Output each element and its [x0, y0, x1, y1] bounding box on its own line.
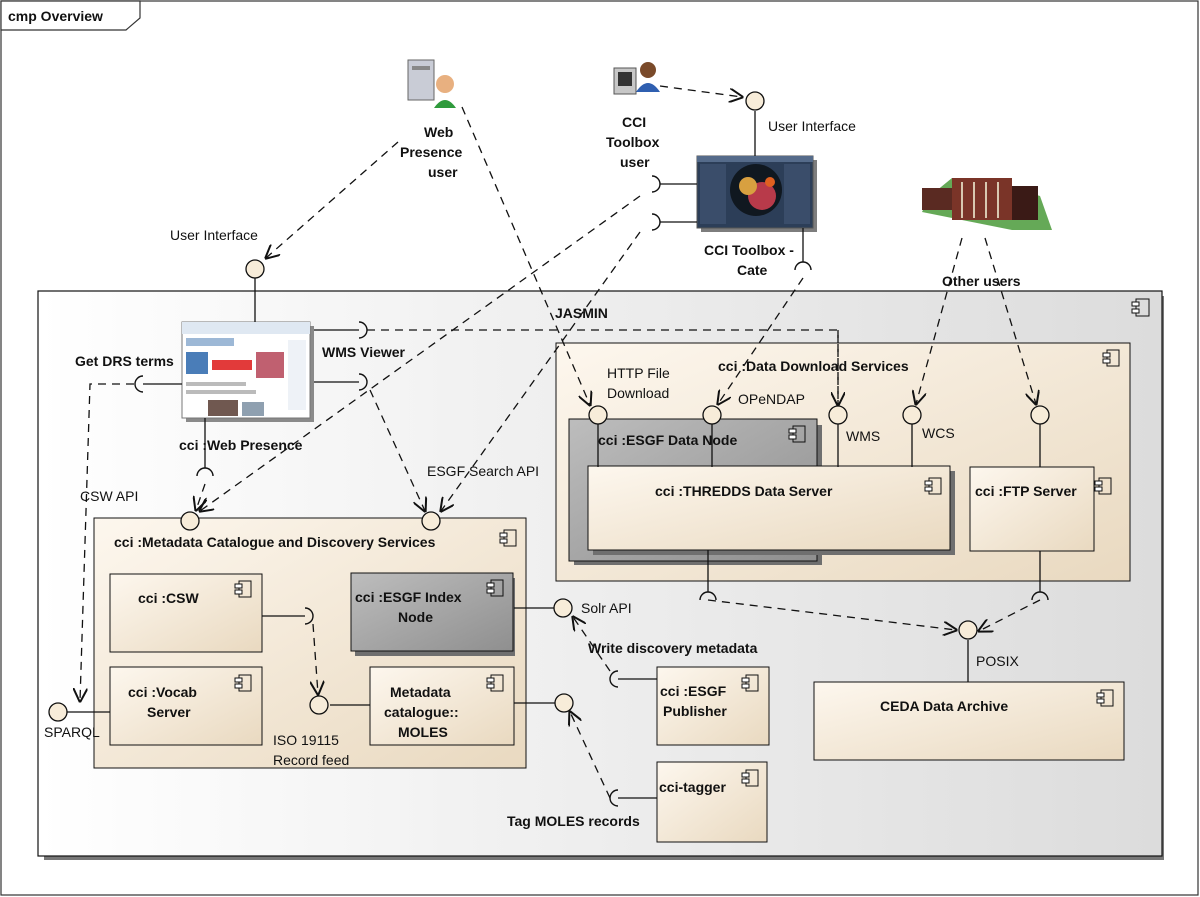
metadata-catalogue-label: cci :Metadata Catalogue and Discovery Se…	[114, 534, 436, 550]
other-users-building-icon	[922, 178, 1052, 230]
esgf-publisher-component	[656, 666, 770, 746]
solid-connectors	[66, 111, 1041, 799]
label-web-user-3: user	[428, 164, 458, 180]
label-toolbox-user-3: user	[620, 154, 650, 170]
label-web-user-2: Presence	[400, 144, 462, 160]
label-wcs: WCS	[922, 425, 955, 441]
label-user-interface-left: User Interface	[170, 227, 258, 243]
label-toolbox-1: CCI Toolbox -	[704, 242, 794, 258]
label-toolbox-2: Cate	[737, 262, 768, 278]
label-esgf-search-api: ESGF Search API	[427, 463, 539, 479]
label-wms-viewer: WMS Viewer	[322, 344, 406, 360]
component-icons	[234, 349, 1120, 787]
esgf-publisher-label-1: cci :ESGF	[660, 683, 727, 699]
component-icon	[486, 579, 504, 597]
component-icon	[1102, 349, 1120, 367]
thredds-data-server	[587, 465, 951, 551]
label-web-presence: cci :Web Presence	[179, 437, 303, 453]
label-http-2: Download	[607, 385, 669, 401]
label-tag-moles: Tag MOLES records	[507, 813, 640, 829]
component-icon	[486, 674, 504, 692]
component-icon	[788, 425, 806, 443]
component-icon	[741, 769, 759, 787]
web-presence-screenshot	[181, 321, 314, 422]
label-http-1: HTTP File	[607, 365, 670, 381]
data-download-label: cci :Data Download Services	[718, 358, 909, 374]
moles-label-3: MOLES	[398, 724, 448, 740]
vocab-label-1: cci :Vocab	[128, 684, 197, 700]
moles-label-2: catalogue::	[384, 704, 459, 720]
esgf-index-node	[350, 572, 514, 652]
label-sparql: SPARQL	[44, 724, 100, 740]
component-icon	[1096, 689, 1114, 707]
label-get-drs-terms: Get DRS terms	[75, 353, 174, 369]
component-icon	[234, 580, 252, 598]
ceda-archive-label: CEDA Data Archive	[880, 698, 1008, 714]
labels: User Interface User Interface Get DRS te…	[44, 114, 1021, 829]
label-opendap: OPeNDAP	[738, 391, 805, 407]
label-iso-2: Record feed	[273, 752, 349, 768]
label-iso-1: ISO 19115	[273, 732, 339, 748]
label-posix: POSIX	[976, 653, 1019, 669]
component-icon	[499, 529, 517, 547]
label-web-user-1: Web	[424, 124, 453, 140]
label-write-discovery: Write discovery metadata	[588, 640, 758, 656]
label-toolbox-user-1: CCI	[622, 114, 646, 130]
label-user-interface-right: User Interface	[768, 118, 856, 134]
dependency-arrows	[80, 85, 1041, 799]
vocab-label-2: Server	[147, 704, 191, 720]
component-icon	[741, 674, 759, 692]
component-icon	[234, 674, 252, 692]
jasmin-component-icon	[1131, 298, 1150, 317]
label-toolbox-user-2: Toolbox	[606, 134, 660, 150]
component-icon	[1094, 477, 1112, 495]
moles-label-1: Metadata	[390, 684, 451, 700]
frame-tab	[0, 0, 141, 31]
required-sockets	[134, 175, 1049, 807]
esgf-publisher-label-2: Publisher	[663, 703, 727, 719]
component-icon	[924, 477, 942, 495]
esgf-data-node-label: cci :ESGF Data Node	[598, 432, 737, 448]
ftp-label: cci :FTP Server	[975, 483, 1077, 499]
label-other-users: Other users	[942, 273, 1021, 289]
label-wms: WMS	[846, 428, 880, 444]
ceda-data-archive	[813, 681, 1125, 761]
csw-label: cci :CSW	[138, 590, 199, 606]
esgf-index-label-2: Node	[398, 609, 433, 625]
ftp-server	[969, 466, 1095, 552]
thredds-label: cci :THREDDS Data Server	[655, 483, 833, 499]
esgf-index-label-1: cci :ESGF Index	[355, 589, 462, 605]
toolbox-user-actor-icon	[613, 62, 660, 95]
toolbox-screenshot	[696, 155, 817, 232]
frame-title: cmp Overview	[8, 8, 103, 24]
web-user-actor-icon	[407, 59, 456, 108]
provided-interfaces	[48, 91, 1050, 722]
label-csw-api: CSW API	[80, 488, 138, 504]
cci-tagger-label: cci-tagger	[659, 779, 726, 795]
label-solr-api: Solr API	[581, 600, 632, 616]
cci-tagger-component	[656, 761, 768, 843]
